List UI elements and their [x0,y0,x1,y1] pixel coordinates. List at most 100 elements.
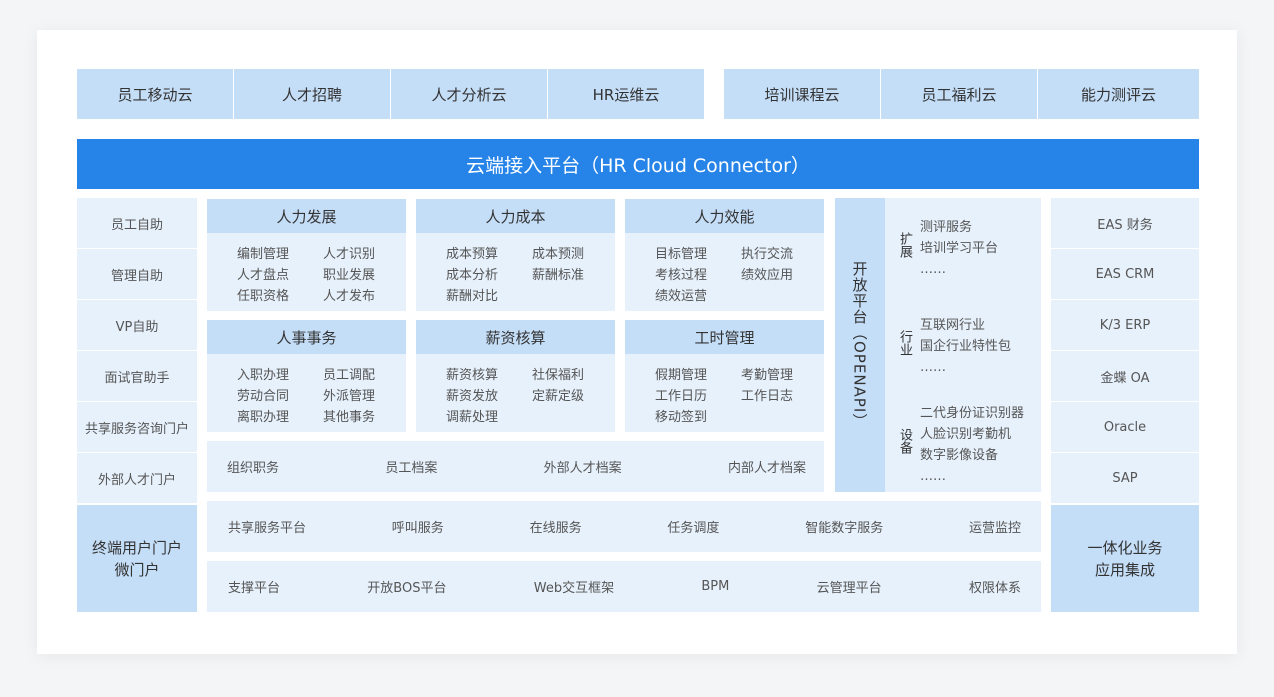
module-item: 入职办理 [237,368,290,383]
service-item: 智能数字服务 [805,521,884,536]
module-item: 薪酬对比 [446,289,499,304]
open-platform-title: 开放平台（OPENAPI） [835,198,885,492]
open-platform-body [885,198,1041,492]
group-item: 国企行业特性包 [920,339,1012,354]
right-item-eas-crm: EAS CRM [1051,249,1199,299]
archive-item: 外部人才档案 [543,461,622,476]
module-item: 人才发布 [323,289,376,304]
group-list-extension: 测评服务 培训学习平台 …… [920,217,998,280]
support-item: Web交互框架 [533,581,615,596]
module-item: 工作日志 [741,389,794,404]
group-item: …… [920,360,946,375]
right-item-k3-erp: K/3 ERP [1051,300,1199,350]
right-item-oracle: Oracle [1051,402,1199,452]
group-list-devices: 二代身份证识别器 人脸识别考勤机 数字影像设备 …… [920,403,1024,487]
right-item-kingdee-oa: 金蝶 OA [1051,351,1199,401]
archive-item: 员工档案 [385,461,438,476]
module-item: 人才盘点 [237,268,290,283]
module-title-hr-cost: 人力成本 [416,199,615,233]
group-item: 测评服务 [920,220,973,235]
left-item-vp-self-service: VP自助 [77,300,197,350]
support-item: 权限体系 [968,581,1021,596]
cloud-hr-ops: HR运维云 [548,69,704,119]
module-item: 社保福利 [532,368,585,383]
module-item: 目标管理 [655,247,708,262]
group-label-extension: 扩展 [897,232,912,258]
module-body-hr-cost: 成本预算 成本预测 成本分析 薪酬标准 薪酬对比 [416,233,615,311]
module-body-payroll: 薪资核算 社保福利 薪资发放 定薪定级 调薪处理 [416,354,615,432]
module-item: 职业发展 [323,268,376,283]
end-user-portal-label: 终端用户门户 [91,538,182,557]
support-row: 支撑平台 开放BOS平台 Web交互框架 BPM 云管理平台 权限体系 [207,561,1041,612]
module-item: 考勤管理 [741,368,794,383]
left-item-interviewer-assistant: 面试官助手 [77,351,197,401]
group-item: 互联网行业 [920,318,986,333]
module-item: 假期管理 [655,368,708,383]
cloud-talent-analytics: 人才分析云 [391,69,547,119]
service-item: 呼叫服务 [391,521,444,536]
module-body-personnel-affairs: 入职办理 员工调配 劳动合同 外派管理 离职办理 其他事务 [207,354,406,432]
module-item: 编制管理 [237,247,290,262]
group-item: …… [920,262,946,277]
group-item: …… [920,469,946,484]
module-item: 执行交流 [741,247,794,262]
cloud-assessment: 能力测评云 [1038,69,1199,119]
module-item: 成本分析 [446,268,499,283]
cloud-employee-mobile: 员工移动云 [77,69,233,119]
module-body-hr-development: 编制管理 人才识别 人才盘点 职业发展 任职资格 人才发布 [207,233,406,311]
cloud-training: 培训课程云 [724,69,880,119]
service-item: 共享服务平台 [228,521,307,536]
module-item: 外派管理 [323,389,376,404]
group-item: 培训学习平台 [920,241,999,256]
right-item-sap: SAP [1051,453,1199,503]
group-label-industry: 行业 [897,330,912,356]
support-item: 云管理平台 [816,581,882,596]
left-item-manager-self-service: 管理自助 [77,249,197,299]
left-item-external-talent-portal: 外部人才门户 [77,453,197,503]
module-item: 移动签到 [655,410,708,425]
module-item: 调薪处理 [446,410,499,425]
right-item-eas-finance: EAS 财务 [1051,198,1199,248]
archive-item: 组织职务 [227,461,280,476]
module-item: 工作日历 [655,389,708,404]
module-title-working-hours: 工时管理 [625,320,824,354]
module-item: 成本预测 [532,247,585,262]
left-item-employee-self-service: 员工自助 [77,198,197,248]
archive-row: 组织职务 员工档案 外部人才档案 内部人才档案 [207,441,824,492]
module-item: 员工调配 [323,368,376,383]
service-item: 任务调度 [667,521,720,536]
group-item: 人脸识别考勤机 [920,427,1012,442]
module-item: 绩效应用 [741,268,794,283]
end-user-portal-block: 终端用户门户 微门户 [77,505,197,612]
integration-label-1: 一体化业务 [1087,538,1163,557]
cloud-connector-banner: 云端接入平台（HR Cloud Connector） [77,139,1199,189]
module-item: 考核过程 [655,268,708,283]
module-item: 其他事务 [323,410,376,425]
module-body-working-hours: 假期管理 考勤管理 工作日历 工作日志 移动签到 [625,354,824,432]
cloud-welfare: 员工福利云 [881,69,1037,119]
group-label-devices: 设备 [897,428,912,454]
cloud-recruitment: 人才招聘 [234,69,390,119]
module-item: 成本预算 [446,247,499,262]
support-item: BPM [701,579,730,594]
module-item: 薪资核算 [446,368,499,383]
module-item: 离职办理 [237,410,290,425]
group-item: 数字影像设备 [920,448,999,463]
micro-portal-label: 微门户 [114,560,160,579]
module-item: 定薪定级 [532,389,585,404]
module-item: 绩效运营 [655,289,708,304]
module-title-personnel-affairs: 人事事务 [207,320,406,354]
service-row: 共享服务平台 呼叫服务 在线服务 任务调度 智能数字服务 运营监控 [207,501,1041,552]
module-body-hr-efficiency: 目标管理 执行交流 考核过程 绩效应用 绩效运营 [625,233,824,311]
open-platform-title-text: 开放平台（OPENAPI） [850,260,869,430]
module-title-payroll: 薪资核算 [416,320,615,354]
group-list-industry: 互联网行业 国企行业特性包 …… [920,315,1011,378]
module-title-hr-development: 人力发展 [207,199,406,233]
module-item: 薪酬标准 [532,268,585,283]
integration-label-2: 应用集成 [1094,560,1155,579]
module-title-hr-efficiency: 人力效能 [625,199,824,233]
support-item: 开放BOS平台 [367,581,447,596]
module-item: 薪资发放 [446,389,499,404]
module-item: 劳动合同 [237,389,290,404]
support-item: 支撑平台 [228,581,281,596]
